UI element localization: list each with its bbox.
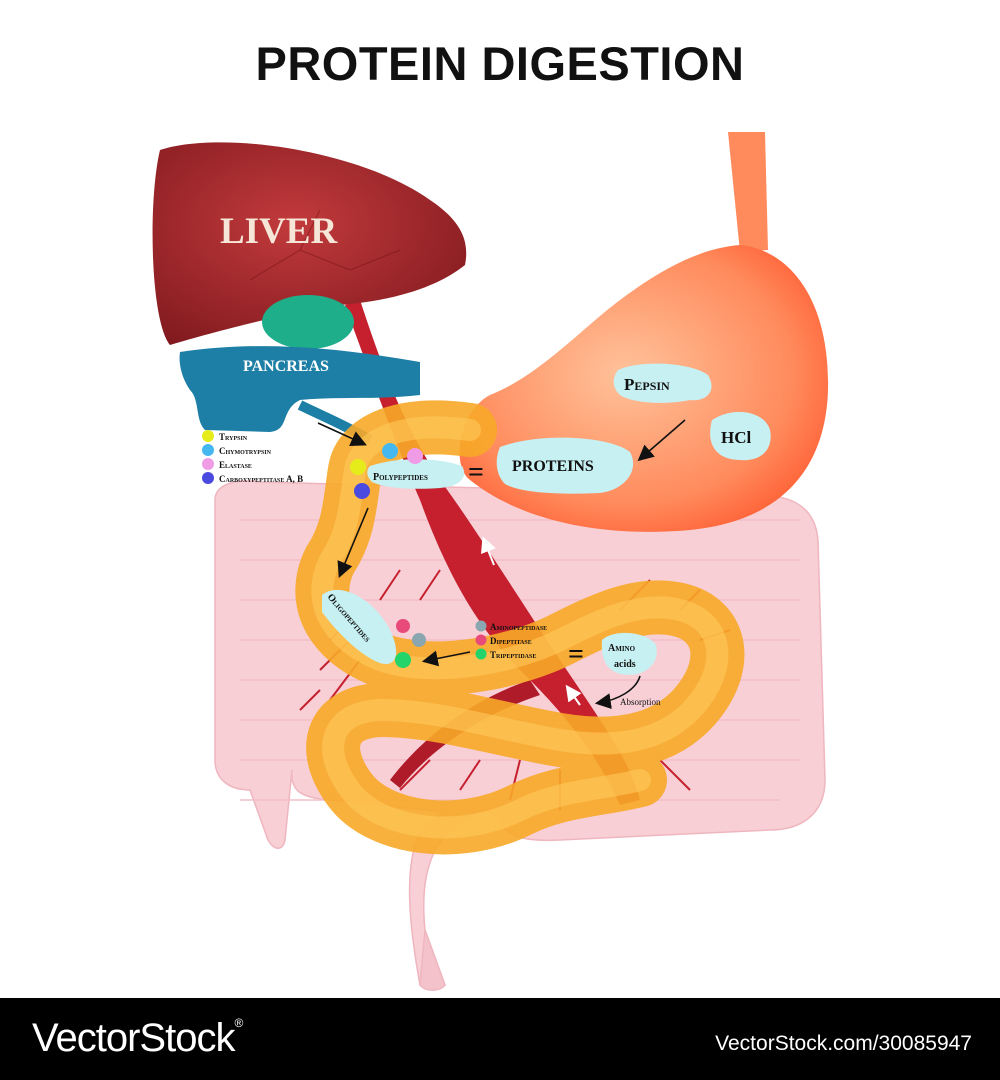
- legend-elastase: Elastase: [219, 460, 252, 470]
- proteins-label: PROTEINS: [512, 458, 594, 475]
- legend-dipeptitase: Dipeptitase: [490, 636, 532, 646]
- polypeptides-label: Polypeptides: [373, 472, 428, 483]
- enzymes-to-oligopeptides-arrow: [421, 650, 471, 667]
- hcl-label: HCl: [721, 428, 752, 447]
- pancreas-label: PANCREAS: [243, 358, 329, 375]
- pancreas-to-duodenum-arrow: [317, 422, 367, 446]
- vectorstock-logo-text: VectorStock: [32, 1016, 235, 1060]
- label-bubbles: [322, 363, 771, 675]
- brush-border-legend-dots: [475, 620, 487, 660]
- digestive-system-illustration: LIVER PANCREAS Pepsin HCl PROTEINS = = P…: [152, 132, 829, 991]
- absorption-label: Absorption: [620, 697, 661, 707]
- page-title: PROTEIN DIGESTION: [255, 37, 745, 90]
- legend-carboxypeptitase: Carboxypeptitase A, B: [219, 474, 303, 484]
- liver: [152, 142, 467, 345]
- polypeptides-bubble: [367, 459, 465, 489]
- amino-acids-label-line2: acids: [614, 659, 636, 670]
- hcl-bubble: [710, 411, 771, 461]
- legend-trypsin: Trypsin: [219, 432, 248, 442]
- proteins-bubble: [496, 437, 634, 494]
- absorption-arrow: [594, 675, 641, 710]
- polypeptides-to-oligopeptides-arrow: [337, 507, 369, 578]
- vectorstock-logo: VectorStock®: [32, 1016, 243, 1060]
- legend-aminopeptidase: Aminopeptidase: [490, 622, 547, 632]
- watermark-bar: VectorStock® VectorStock.com/30085947: [0, 998, 1000, 1080]
- equals-sign-1: =: [468, 457, 484, 488]
- pepsin-label: Pepsin: [624, 375, 670, 394]
- oligopeptides-bubble: [322, 589, 397, 665]
- enzyme-dots: [350, 443, 426, 668]
- pepsin-to-proteins-arrow: [637, 419, 686, 462]
- legend-chymotrypsin: Chymotrypsin: [219, 446, 272, 456]
- amino-acids-bubble: [601, 632, 657, 675]
- liver-label: LIVER: [220, 211, 338, 252]
- vectorstock-url: VectorStock.com/30085947: [715, 1032, 972, 1055]
- pancreatic-enzyme-legend-dots: [202, 430, 214, 484]
- amino-acids-label-line1: Amino: [608, 643, 636, 654]
- legend-tripeptidase: Tripeptidase: [490, 650, 536, 660]
- small-intestine: [295, 400, 745, 855]
- gallbladder: [262, 295, 354, 349]
- equals-sign-2: =: [568, 639, 584, 670]
- flow-arrows: [317, 419, 686, 710]
- pepsin-bubble: [613, 363, 712, 403]
